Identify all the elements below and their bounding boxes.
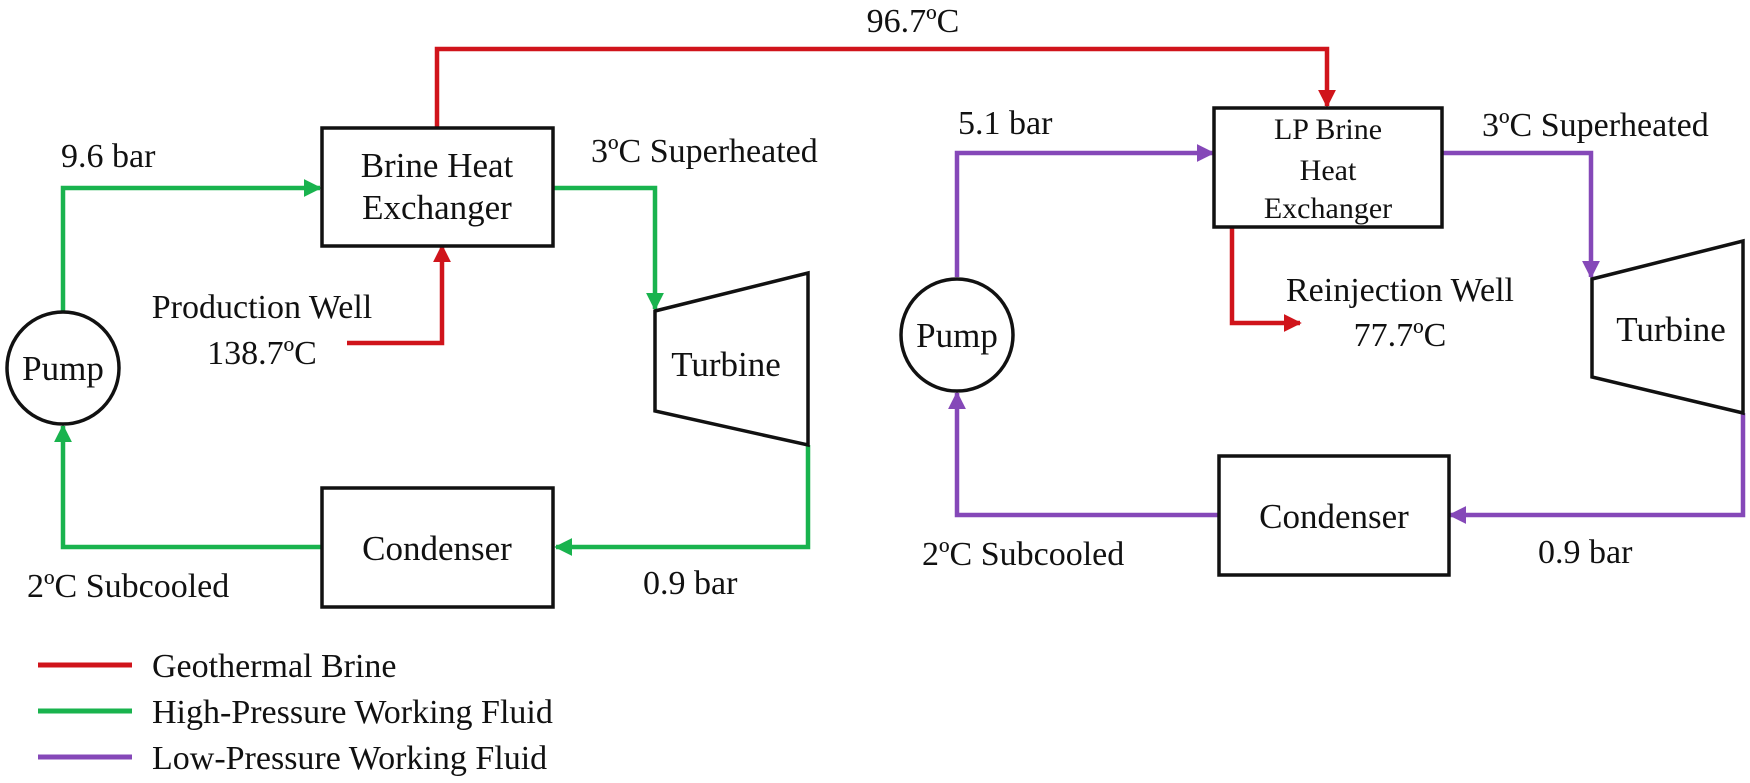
- brine-heat-exchanger-label-line2: Exchanger: [362, 188, 512, 227]
- turbine-to-condenser-line: [554, 445, 811, 556]
- legend-label-low-pressure: Low-Pressure Working Fluid: [152, 740, 547, 777]
- production-temp-label: 138.7ºC: [207, 335, 317, 372]
- brine-transfer-temp-label: 96.7ºC: [867, 3, 960, 40]
- condenser-to-pump-line: [54, 424, 322, 550]
- production-well-label: Production Well: [152, 289, 372, 326]
- legend-item-low-pressure: Low-Pressure Working Fluid: [38, 740, 547, 777]
- hp-condenser-box: [320, 486, 555, 609]
- lp-pump: Pump: [899, 277, 1015, 393]
- brine-heat-exchanger: Brine Heat Exchanger: [320, 126, 555, 248]
- reinjection-temp-label: 77.7ºC: [1354, 317, 1447, 354]
- legend: Geothermal Brine High-Pressure Working F…: [38, 648, 553, 777]
- hp-pressure-high-label: 9.6 bar: [61, 138, 156, 175]
- lp-condenser: Condenser: [1217, 454, 1451, 577]
- lp-condenser-label: Condenser: [1259, 497, 1409, 536]
- lp-superheat-label: 3ºC Superheated: [1482, 107, 1709, 144]
- hp-pump-label: Pump: [22, 349, 104, 388]
- lp-hx-to-turbine-line: [1443, 150, 1600, 279]
- lp-pressure-low-label: 0.9 bar: [1538, 534, 1633, 571]
- reinjection-well-label: Reinjection Well: [1286, 272, 1514, 309]
- lp-pump-label: Pump: [916, 316, 998, 355]
- geothermal-brine-lines: [347, 46, 1336, 346]
- lp-turbine-shape: [1590, 238, 1745, 416]
- lp-brine-heat-exchanger: LP Brine Heat Exchanger: [1212, 106, 1444, 229]
- brine-heat-exchanger-label-line1: Brine Heat: [361, 146, 514, 185]
- lp-condenser-to-pump-line: [948, 391, 1218, 518]
- hp-turbine: Turbine: [653, 270, 810, 448]
- hp-subcool-label: 2ºC Subcooled: [27, 568, 229, 605]
- lp-pressure-high-label: 5.1 bar: [958, 105, 1053, 142]
- legend-label-high-pressure: High-Pressure Working Fluid: [152, 694, 553, 731]
- lp-brine-heat-exchanger-label-line3: Exchanger: [1264, 192, 1392, 225]
- hp-pump-circle: [5, 310, 121, 426]
- lp-turbine: Turbine: [1590, 238, 1745, 416]
- hp-turbine-label: Turbine: [671, 345, 781, 384]
- lp-condenser-box: [1217, 454, 1451, 577]
- hp-condenser: Condenser: [320, 486, 555, 609]
- lp-brine-heat-exchanger-box: [1212, 106, 1444, 229]
- pump-to-brine-hx-line: [60, 179, 322, 311]
- lp-brine-heat-exchanger-label-line1: LP Brine: [1274, 113, 1382, 146]
- hp-pressure-low-label: 0.9 bar: [643, 565, 738, 602]
- lp-subcool-label: 2ºC Subcooled: [922, 536, 1124, 573]
- brine-heat-exchanger-box: [320, 126, 555, 248]
- brine-hx-to-turbine-line: [553, 185, 664, 311]
- production-well-line: [347, 244, 451, 346]
- legend-item-high-pressure: High-Pressure Working Fluid: [38, 694, 553, 731]
- hp-superheat-label: 3ºC Superheated: [591, 133, 818, 170]
- hp-pump: Pump: [5, 310, 121, 426]
- hp-turbine-shape: [653, 270, 810, 448]
- reinjection-well-line: [1229, 227, 1302, 332]
- low-pressure-lines: [948, 144, 1746, 524]
- legend-item-geothermal-brine: Geothermal Brine: [38, 648, 397, 685]
- legend-label-geothermal-brine: Geothermal Brine: [152, 648, 397, 685]
- lp-pump-to-lp-hx-line: [954, 144, 1215, 277]
- lp-turbine-to-condenser-line: [1448, 413, 1746, 524]
- lp-turbine-label: Turbine: [1616, 310, 1726, 349]
- lp-pump-circle: [899, 277, 1015, 393]
- brine-transfer-line: [434, 46, 1336, 128]
- lp-brine-heat-exchanger-label-line2: Heat: [1300, 154, 1357, 187]
- high-pressure-lines: [54, 179, 811, 556]
- hp-condenser-label: Condenser: [362, 529, 512, 568]
